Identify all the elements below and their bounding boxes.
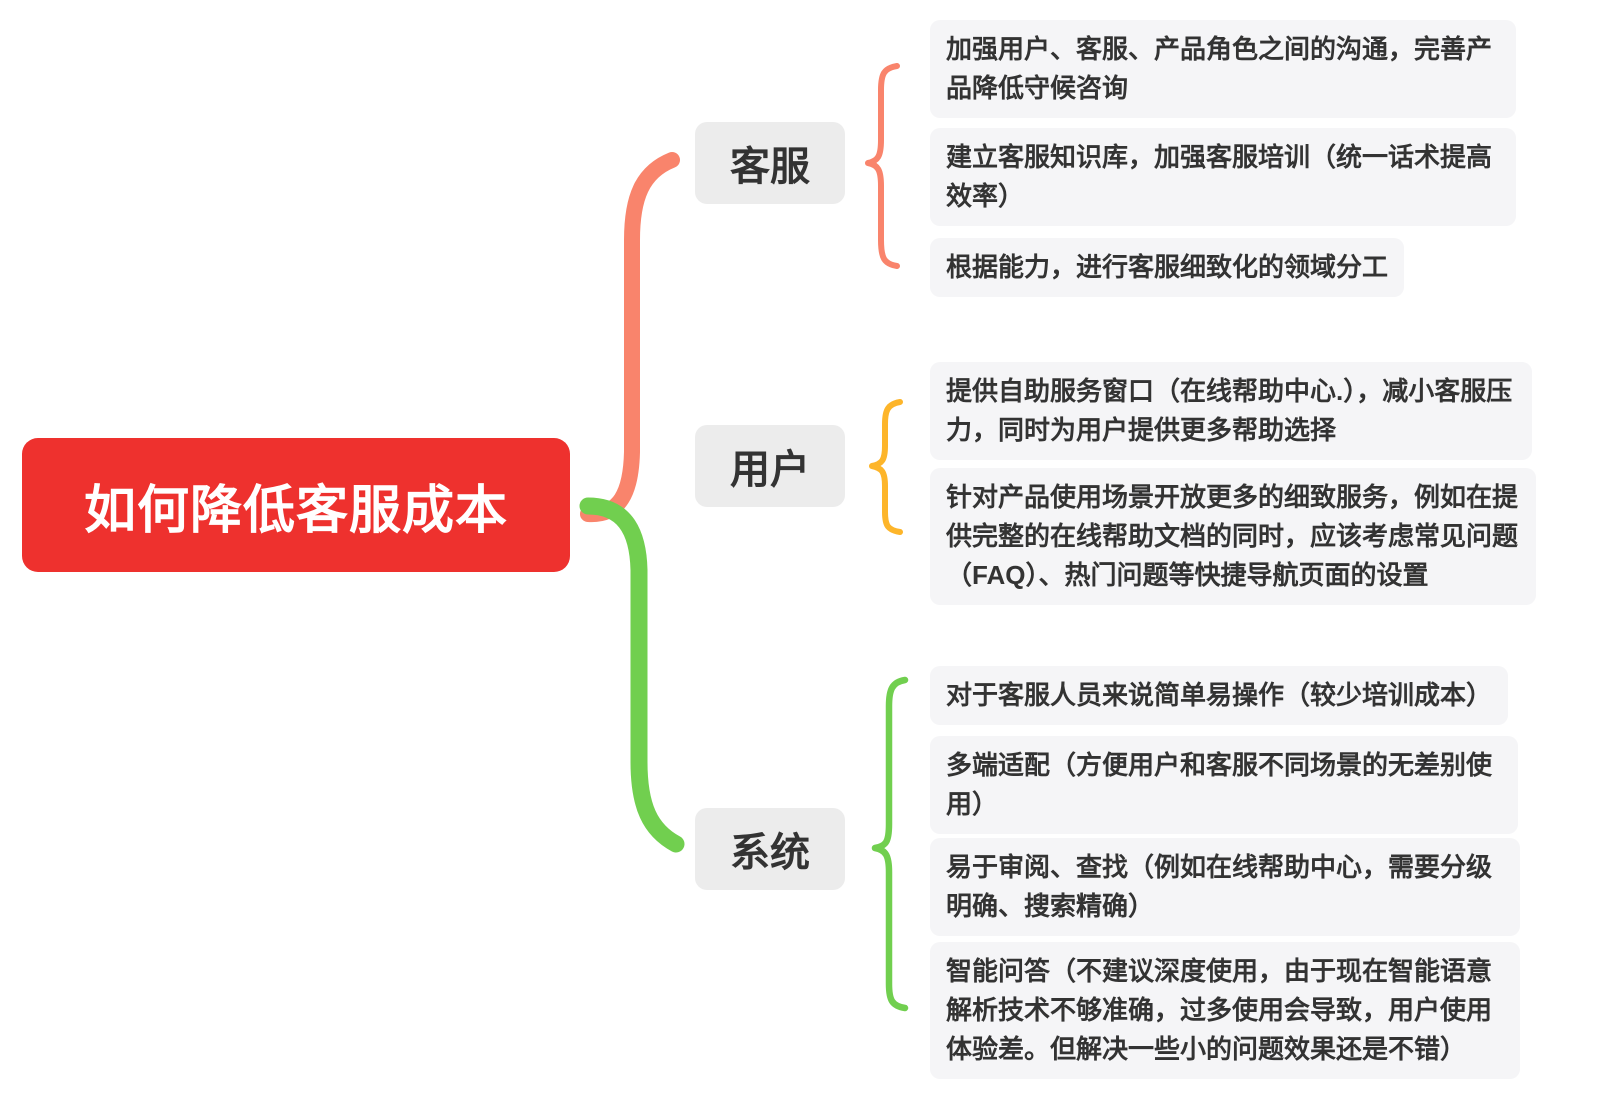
xitong-brace [871,676,909,1012]
branch-node-kefu[interactable]: 客服 [695,122,845,204]
root-to-xitong-connector [579,497,685,853]
leaf-node[interactable]: 对于客服人员来说简单易操作（较少培训成本） [930,666,1509,725]
kefu-brace [865,63,900,269]
root-node[interactable]: 如何降低客服成本 [22,438,570,572]
leaf-node[interactable]: 加强用户、客服、产品角色之间的沟通，完善产品降低守候咨询 [930,20,1516,118]
yonghu-brace [869,399,903,535]
branch-node-xitong[interactable]: 系统 [695,808,845,890]
leaf-node[interactable]: 针对产品使用场景开放更多的细致服务，例如在提供完整的在线帮助文档的同时，应该考虑… [930,468,1536,605]
leaf-node[interactable]: 提供自助服务窗口（在线帮助中心.），减小客服压力，同时为用户提供更多帮助选择 [930,362,1532,460]
leaf-node[interactable]: 多端适配（方便用户和客服不同场景的无差别使用） [930,736,1518,834]
leaf-node[interactable]: 智能问答（不建议深度使用，由于现在智能语意解析技术不够准确，过多使用会导致，用户… [930,942,1520,1079]
leaf-node[interactable]: 易于审阅、查找（例如在线帮助中心，需要分级明确、搜索精确） [930,838,1520,936]
leaf-node[interactable]: 建立客服知识库，加强客服培训（统一话术提高效率） [930,128,1516,226]
root-to-kefu-connector [580,152,680,523]
branch-node-yonghu[interactable]: 用户 [695,425,845,507]
leaf-node[interactable]: 根据能力，进行客服细致化的领域分工 [930,238,1405,297]
